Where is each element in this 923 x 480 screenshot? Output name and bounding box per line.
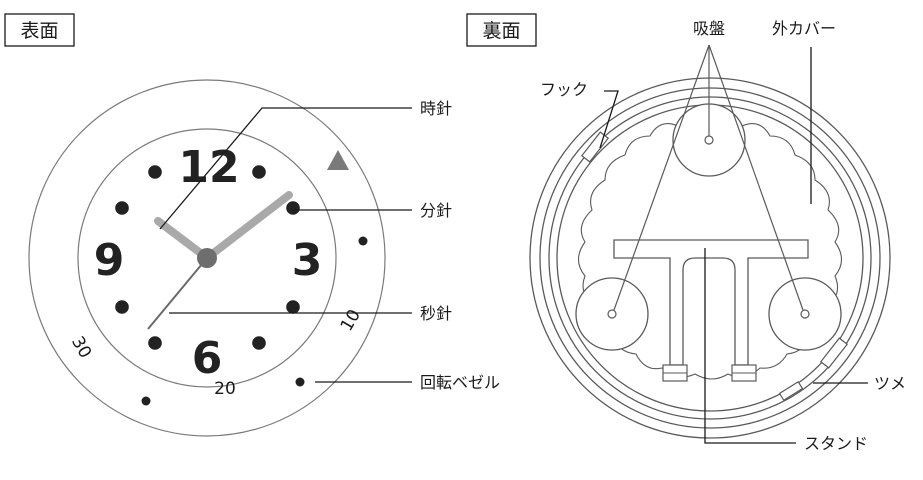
minute-hand <box>203 191 293 262</box>
outer-cover-edge <box>577 115 843 380</box>
tab-notch-lower <box>778 380 804 402</box>
callout-tab: ツメ <box>874 374 906 393</box>
callout-outer-cover: 外カバー <box>772 19 836 38</box>
callout-minute-hand: 分針 <box>420 201 452 220</box>
bezel-number-10: 10 <box>337 306 365 335</box>
bezel-triangle-marker <box>327 150 349 170</box>
callout-hour-hand: 時針 <box>420 99 452 118</box>
front-label-box <box>4 13 75 47</box>
bezel-ring <box>28 79 386 437</box>
dial-dot <box>148 336 162 350</box>
stand <box>613 239 809 366</box>
bezel-number-30: 30 <box>67 333 95 362</box>
hour-hand <box>154 217 211 262</box>
back-view: 裏面 吸盤 外カバー <box>466 13 906 453</box>
stand-leader <box>704 248 796 444</box>
back-label: 裏面 <box>482 20 520 42</box>
dial-dot <box>115 300 129 314</box>
dial-dot <box>252 165 266 179</box>
bezel-number-20: 20 <box>214 379 236 399</box>
numeral-9: 9 <box>94 235 125 286</box>
case-ring-3 <box>548 96 872 420</box>
front-label: 表面 <box>20 20 58 42</box>
numeral-3: 3 <box>292 235 323 286</box>
bezel-dot <box>358 236 368 246</box>
suction-cup-right-hole <box>800 309 810 319</box>
bezel-dot <box>141 396 151 406</box>
callout-bezel: 回転ベゼル <box>420 373 500 392</box>
suction-cup-right <box>768 277 842 351</box>
hour-hand-leader <box>159 107 412 230</box>
callout-hook: フック <box>540 80 588 99</box>
case-ring-2 <box>539 87 881 429</box>
suction-leader-left <box>613 44 710 311</box>
dial-dot <box>286 300 300 314</box>
hook-leader <box>599 90 619 149</box>
suction-leader-right <box>708 44 804 311</box>
back-label-box <box>466 13 537 47</box>
front-view: 表面 10 20 30 12 3 6 9 <box>4 13 500 437</box>
dial-dot <box>115 201 129 215</box>
dial-ring <box>77 128 337 388</box>
tab-notch <box>819 337 849 369</box>
callout-stand: スタンド <box>804 434 868 453</box>
dial-dot <box>148 165 162 179</box>
center-pin <box>197 248 217 268</box>
dial-dot <box>252 336 266 350</box>
suction-cup-left-hole <box>607 309 617 319</box>
suction-cup-left <box>575 277 649 351</box>
case-outer-ring <box>529 77 891 439</box>
numeral-6: 6 <box>192 333 223 384</box>
callout-second-hand: 秒針 <box>420 304 452 323</box>
dial-dot <box>286 201 300 215</box>
numeral-12: 12 <box>178 142 239 193</box>
callout-suction-cup: 吸盤 <box>693 19 725 38</box>
second-hand <box>147 257 208 330</box>
bezel-dot <box>295 377 305 387</box>
